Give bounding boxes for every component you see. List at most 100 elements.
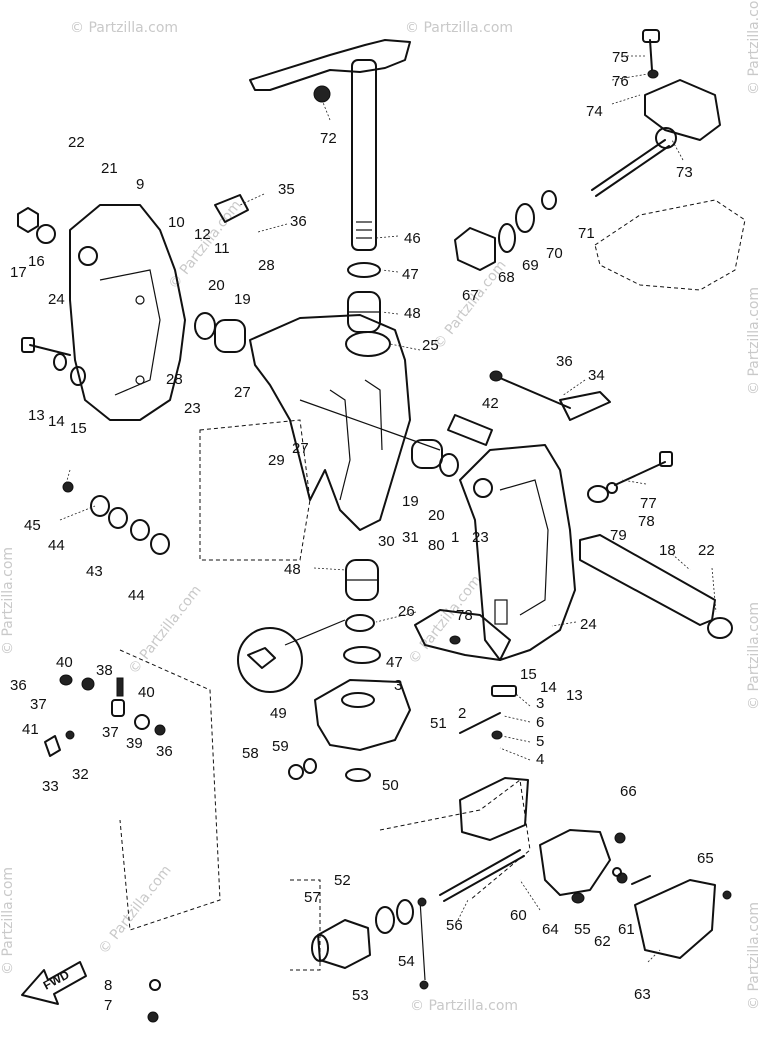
callout: 22 [68,134,85,151]
callout: 54 [398,953,415,970]
callout: 4 [536,751,544,768]
callout: 25 [422,337,439,354]
callout: 58 [242,745,259,762]
callout: 75 [612,49,629,66]
callout: 13 [566,687,583,704]
parts-artwork [17,29,746,1023]
forward-arrow-icon: FWD [21,961,87,1005]
callout: 67 [462,287,479,304]
watermark-text: © Partzilla.com [405,20,513,36]
callout: 63 [634,986,651,1003]
callout: 5 [536,733,544,750]
callout: 7 [104,997,112,1014]
callout: 30 [378,533,395,550]
callout: 15 [520,666,537,683]
callout: 57 [304,889,321,906]
callout: 64 [542,921,559,938]
callout: 52 [334,872,351,889]
watermark-text: © Partzilla.com [746,902,762,1010]
watermark-text: © Partzilla.com [0,867,16,975]
callout: 14 [48,413,65,430]
callout: 31 [402,529,419,546]
callout: 68 [498,269,515,286]
callout: 24 [48,291,65,308]
callout: 55 [574,921,591,938]
callout: 48 [284,561,301,578]
callout: 37 [30,696,47,713]
callout: 80 [428,537,445,554]
callout: 39 [126,735,143,752]
callout: 50 [382,777,399,794]
callout: 51 [430,715,447,732]
callout: 27 [292,440,309,457]
callout: 49 [270,705,287,722]
callout: 36 [290,213,307,230]
callout: 56 [446,917,463,934]
callout: 41 [22,721,39,738]
callout: 13 [28,407,45,424]
callout: 23 [184,400,201,417]
callout: 22 [698,542,715,559]
callout: 26 [398,603,415,620]
callout: 21 [101,160,118,177]
callout: 71 [578,225,595,242]
callout: 47 [402,266,419,283]
callout: 44 [128,587,145,604]
callout: 40 [138,684,155,701]
callout: 37 [102,724,119,741]
callout: 20 [208,277,225,294]
callout: 66 [620,783,637,800]
callout: 17 [10,264,27,281]
callout: 72 [320,130,337,147]
callout: 69 [522,257,539,274]
callout: 36 [10,677,27,694]
callout: 38 [96,662,113,679]
callout: 8 [104,977,112,994]
callout: 65 [697,850,714,867]
callout: 40 [56,654,73,671]
watermark-text: © Partzilla.com [746,287,762,395]
callout: 1 [451,529,459,546]
callout: 36 [556,353,573,370]
callout: 73 [676,164,693,181]
callout: 14 [540,679,557,696]
callout: 3 [536,695,544,712]
callout: 16 [28,253,45,270]
callout: 79 [610,527,627,544]
callout: 46 [404,230,421,247]
callout: 42 [482,395,499,412]
watermark-text: © Partzilla.com [0,547,16,655]
callout: 12 [194,226,211,243]
callout: 32 [72,766,89,783]
watermark-text: © Partzilla.com [70,20,178,36]
callout: 61 [618,921,635,938]
callout: 27 [234,384,251,401]
callout: 18 [659,542,676,559]
callout: 43 [86,563,103,580]
callout: 74 [586,103,603,120]
callout: 28 [258,257,275,274]
callout: 48 [404,305,421,322]
callout: 70 [546,245,563,262]
callout: 53 [352,987,369,1004]
watermark-text: © Partzilla.com [746,602,762,710]
callout: 60 [510,907,527,924]
callout: 33 [42,778,59,795]
callout: 19 [402,493,419,510]
watermark-text: © Partzilla.com [96,862,175,957]
callout: 35 [278,181,295,198]
callout: 20 [428,507,445,524]
watermark-text: © Partzilla.com [746,0,762,95]
callout: 28 [166,371,183,388]
callout: 59 [272,738,289,755]
callout: 23 [472,529,489,546]
watermark-text: © Partzilla.com [410,998,518,1014]
callout: 29 [268,452,285,469]
callout: 76 [612,73,629,90]
callout: 19 [234,291,251,308]
leader-lines [59,55,717,963]
callout: 36 [156,743,173,760]
callout: 11 [214,240,230,257]
callout: 34 [588,367,605,384]
